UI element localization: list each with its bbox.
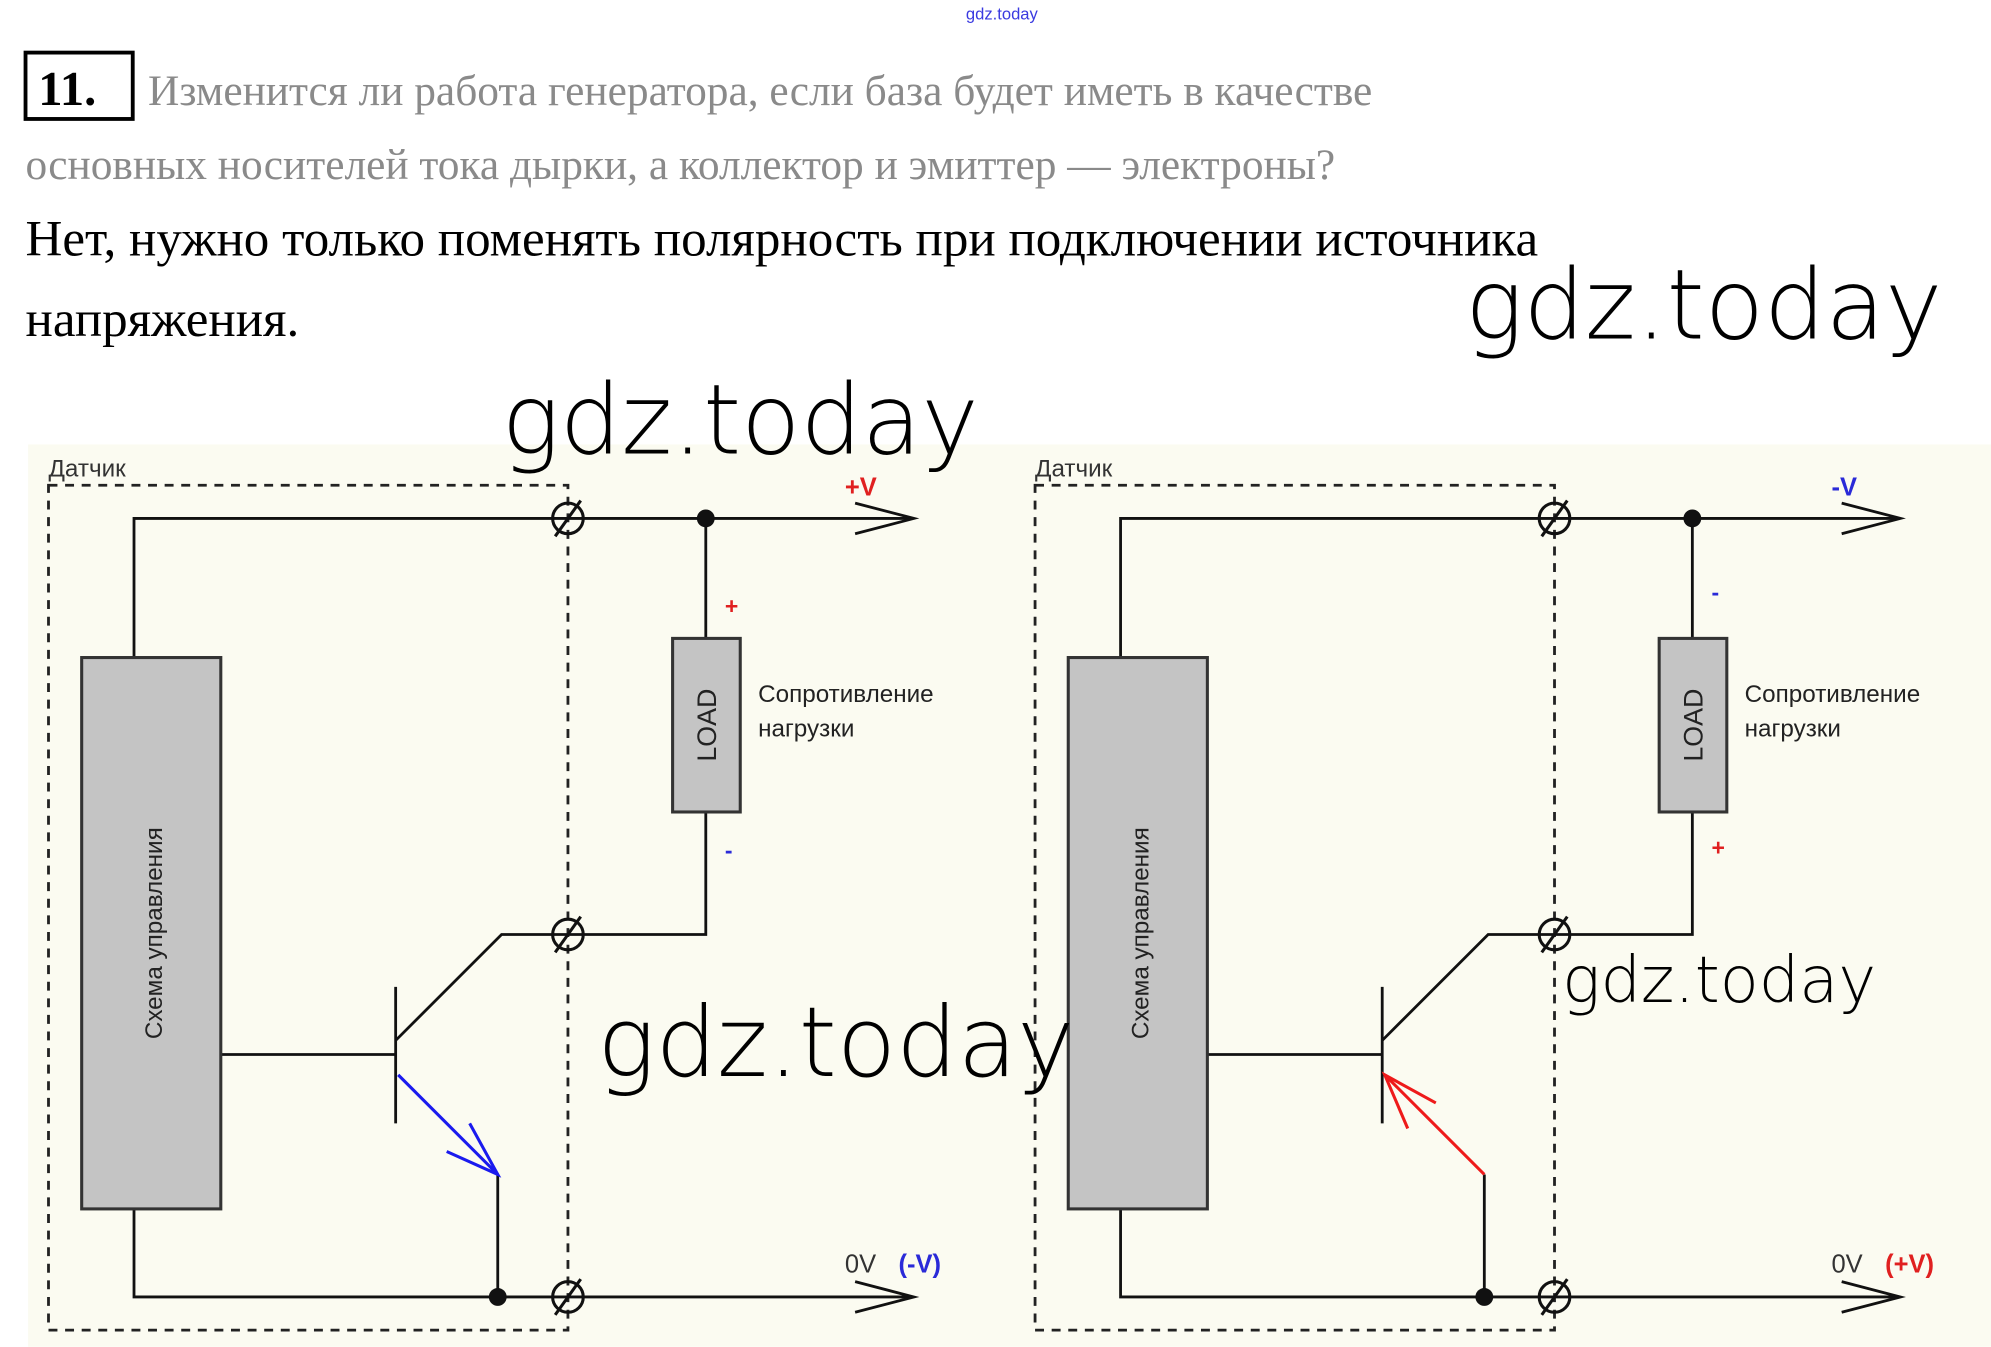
bottom-rail-wire <box>1119 1208 1896 1299</box>
load-description-line-1: Сопротивление <box>1745 681 1921 708</box>
load-bottom-polarity: + <box>1711 834 1724 860</box>
load-top-polarity: - <box>1711 579 1719 605</box>
load-description-line-2: нагрузки <box>758 716 854 743</box>
terminal-icon <box>551 501 585 536</box>
control-circuit-box <box>1066 656 1209 1211</box>
terminal-slash <box>1540 499 1569 538</box>
top-rail-wire <box>132 517 909 658</box>
terminal-icon <box>1537 1280 1572 1314</box>
top-rail-wire <box>1119 517 1896 658</box>
terminal-icon <box>551 917 585 952</box>
watermark: gdz.today <box>502 363 979 476</box>
bottom-rail-wire <box>132 1208 909 1299</box>
question-line-2: основных носителей тока дырки, а коллект… <box>26 141 1336 189</box>
load-top-polarity: + <box>725 593 738 619</box>
load-resistor-box <box>1657 636 1729 814</box>
collector-wire <box>1381 811 1694 1042</box>
load-bottom-polarity: - <box>725 837 733 863</box>
junction-node <box>1683 509 1702 528</box>
collector-wire <box>394 811 708 1042</box>
sensor-label: Датчик <box>1035 455 1113 482</box>
sensor-label: Датчик <box>48 455 126 482</box>
bottom-rail-arrow <box>1841 1280 1906 1314</box>
bottom-rail-polarity: (-V) <box>899 1251 942 1279</box>
bottom-rail-polarity: (+V) <box>1885 1251 1934 1279</box>
emitter-arrow-icon <box>446 1122 502 1178</box>
terminal-slash <box>553 915 582 954</box>
diagram-background <box>28 444 1991 1347</box>
question-line-1: Изменится ли работа генератора, если баз… <box>148 67 1372 115</box>
control-circuit-label: Схема управления <box>141 827 168 1039</box>
top-rail-arrow <box>854 501 920 536</box>
answer-line-1: Нет, нужно только поменять полярность пр… <box>26 212 1539 268</box>
terminal-slash <box>1540 915 1569 954</box>
control-circuit-box <box>80 656 223 1211</box>
junction-node <box>488 1288 507 1306</box>
control-circuit-label: Схема управления <box>1128 827 1155 1039</box>
emitter-line <box>397 1073 499 1176</box>
bottom-rail-arrow <box>854 1280 920 1314</box>
answer-line-2: напряжения. <box>26 292 300 348</box>
sensor-boundary <box>1033 483 1556 1332</box>
watermark: gdz.today <box>1465 248 1942 361</box>
top-rail-label: +V <box>845 473 877 501</box>
emitter-line <box>1383 1073 1486 1176</box>
top-rail-label: -V <box>1831 473 1857 501</box>
terminal-icon <box>1537 501 1572 536</box>
junction-node <box>1475 1288 1494 1306</box>
load-label: LOAD <box>1679 689 1709 762</box>
load-resistor-box <box>671 636 742 814</box>
load-label: LOAD <box>692 689 722 762</box>
terminal-icon <box>1537 917 1572 952</box>
bottom-rail-label: 0V <box>1831 1251 1862 1279</box>
terminal-slash <box>553 499 582 538</box>
terminal-slash <box>1540 1278 1569 1316</box>
top-rail-arrow <box>1841 501 1906 536</box>
load-description-line-2: нагрузки <box>1745 716 1841 743</box>
terminal-icon <box>551 1280 585 1314</box>
terminal-slash <box>553 1278 582 1316</box>
header-watermark: gdz.today <box>966 4 1039 23</box>
bottom-rail-label: 0V <box>845 1251 876 1279</box>
junction-node <box>696 509 715 528</box>
task-number: 11. <box>38 63 96 116</box>
task-number-box <box>23 50 135 121</box>
emitter-arrow-icon <box>1381 1071 1437 1130</box>
sensor-boundary <box>47 483 570 1332</box>
watermark: gdz.today <box>597 986 1074 1099</box>
watermark: gdz.today <box>1562 944 1876 1018</box>
load-description-line-1: Сопротивление <box>758 681 934 708</box>
